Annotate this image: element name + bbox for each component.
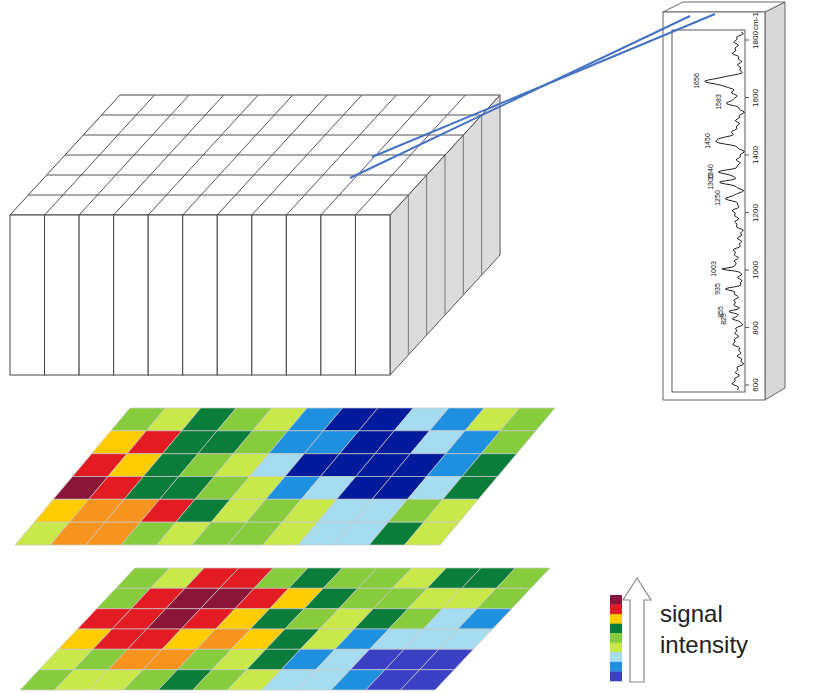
pixel-column xyxy=(114,215,149,375)
peak-label: 1450 xyxy=(704,133,711,149)
axis-tick xyxy=(745,97,749,98)
peak-label: 829 xyxy=(720,313,727,325)
heatmap-pixel xyxy=(420,649,474,669)
axis-tick xyxy=(745,327,749,328)
column-top xyxy=(663,2,785,12)
heatmap-plane xyxy=(20,568,550,690)
pixel-column xyxy=(10,215,45,375)
pixel-column xyxy=(252,215,287,375)
extracted-column xyxy=(663,2,785,400)
data-cube xyxy=(10,95,500,375)
colorbar-segment xyxy=(610,633,622,643)
colorbar-segment xyxy=(610,643,622,653)
pixel-column xyxy=(286,215,321,375)
pixel-column xyxy=(79,215,114,375)
axis-tick xyxy=(745,270,749,271)
cube-side-line xyxy=(463,135,464,295)
cube-grid-line xyxy=(114,95,224,215)
axis-tick-label: 1000 xyxy=(752,261,760,279)
cube-grid-line xyxy=(65,155,445,156)
heatmap-pixel xyxy=(405,522,460,545)
axis-tick-label: 600 xyxy=(752,378,760,391)
axis-tick-label: 1400 xyxy=(752,146,760,164)
cube-grid-line xyxy=(183,95,293,215)
colorbar-segment xyxy=(610,624,622,634)
cube-grid-line xyxy=(252,95,362,215)
axis-tick xyxy=(745,155,749,156)
colorbar-segment xyxy=(610,662,622,672)
axis-tick xyxy=(745,385,749,386)
colorbar-segment xyxy=(610,671,622,681)
heatmap-pixel xyxy=(462,454,517,477)
pixel-column xyxy=(217,215,252,375)
peak-label: 1583 xyxy=(715,95,722,111)
leader-line xyxy=(350,16,690,178)
colorbar-segment xyxy=(610,605,622,615)
colorbar-segment xyxy=(610,614,622,624)
cube-grid-line xyxy=(217,95,327,215)
heatmap-pixel xyxy=(458,609,512,629)
axis-tick-label: 1200 xyxy=(752,204,760,222)
cube-grid-line xyxy=(28,195,408,196)
peak-label: 1250 xyxy=(713,190,720,206)
cube-grid-line xyxy=(355,95,465,215)
heatmap-pixel xyxy=(500,408,555,431)
axis-tick xyxy=(745,40,749,41)
pixel-column xyxy=(355,215,390,375)
cube-grid-line xyxy=(286,95,396,215)
cube-grid-line xyxy=(47,175,427,176)
cube-side-line xyxy=(445,155,446,315)
pixel-column xyxy=(183,215,218,375)
pixel-column xyxy=(148,215,183,375)
cube-side-line xyxy=(408,195,409,355)
axis-tick-label: 800 xyxy=(752,321,760,334)
heatmap-pixel xyxy=(443,477,498,500)
cube-side-line xyxy=(426,175,427,335)
axis-unit: cm-1 xyxy=(752,12,760,30)
heatmap-pixel xyxy=(439,629,493,649)
cube-grid-line xyxy=(102,115,482,116)
axis-tick-label: 1800 xyxy=(752,31,760,49)
pixel-column xyxy=(45,215,80,375)
heatmap-plane xyxy=(15,408,555,545)
cube-grid-line xyxy=(83,135,463,136)
heatmap-pixel xyxy=(481,431,536,454)
plot-frame xyxy=(672,30,745,392)
intensity-arrow xyxy=(623,578,651,682)
peak-label: 1003 xyxy=(710,261,717,277)
cube-grid-line xyxy=(45,95,155,215)
axis-tick-label: 1600 xyxy=(752,89,760,107)
heatmap-pixel xyxy=(477,588,531,608)
pixel-column xyxy=(321,215,356,375)
axis-tick xyxy=(745,212,749,213)
column-side xyxy=(765,2,785,400)
peak-label: 1656 xyxy=(692,74,699,90)
heatmap-pixel xyxy=(496,568,550,588)
colorbar-label: signal intensity xyxy=(660,598,772,660)
spectrum-line xyxy=(705,32,745,390)
colorbar-segment xyxy=(610,595,622,605)
colorbar-segment xyxy=(610,652,622,662)
cube-grid-line xyxy=(79,95,189,215)
cube-top xyxy=(10,95,500,215)
cube-side-line xyxy=(481,115,482,275)
cube-grid-line xyxy=(148,95,258,215)
peak-label: 935 xyxy=(713,283,720,295)
peak-label: 1305 xyxy=(707,175,714,191)
column-front xyxy=(663,12,765,400)
heatmap-pixel xyxy=(400,670,454,690)
heatmap-pixel xyxy=(424,499,479,522)
